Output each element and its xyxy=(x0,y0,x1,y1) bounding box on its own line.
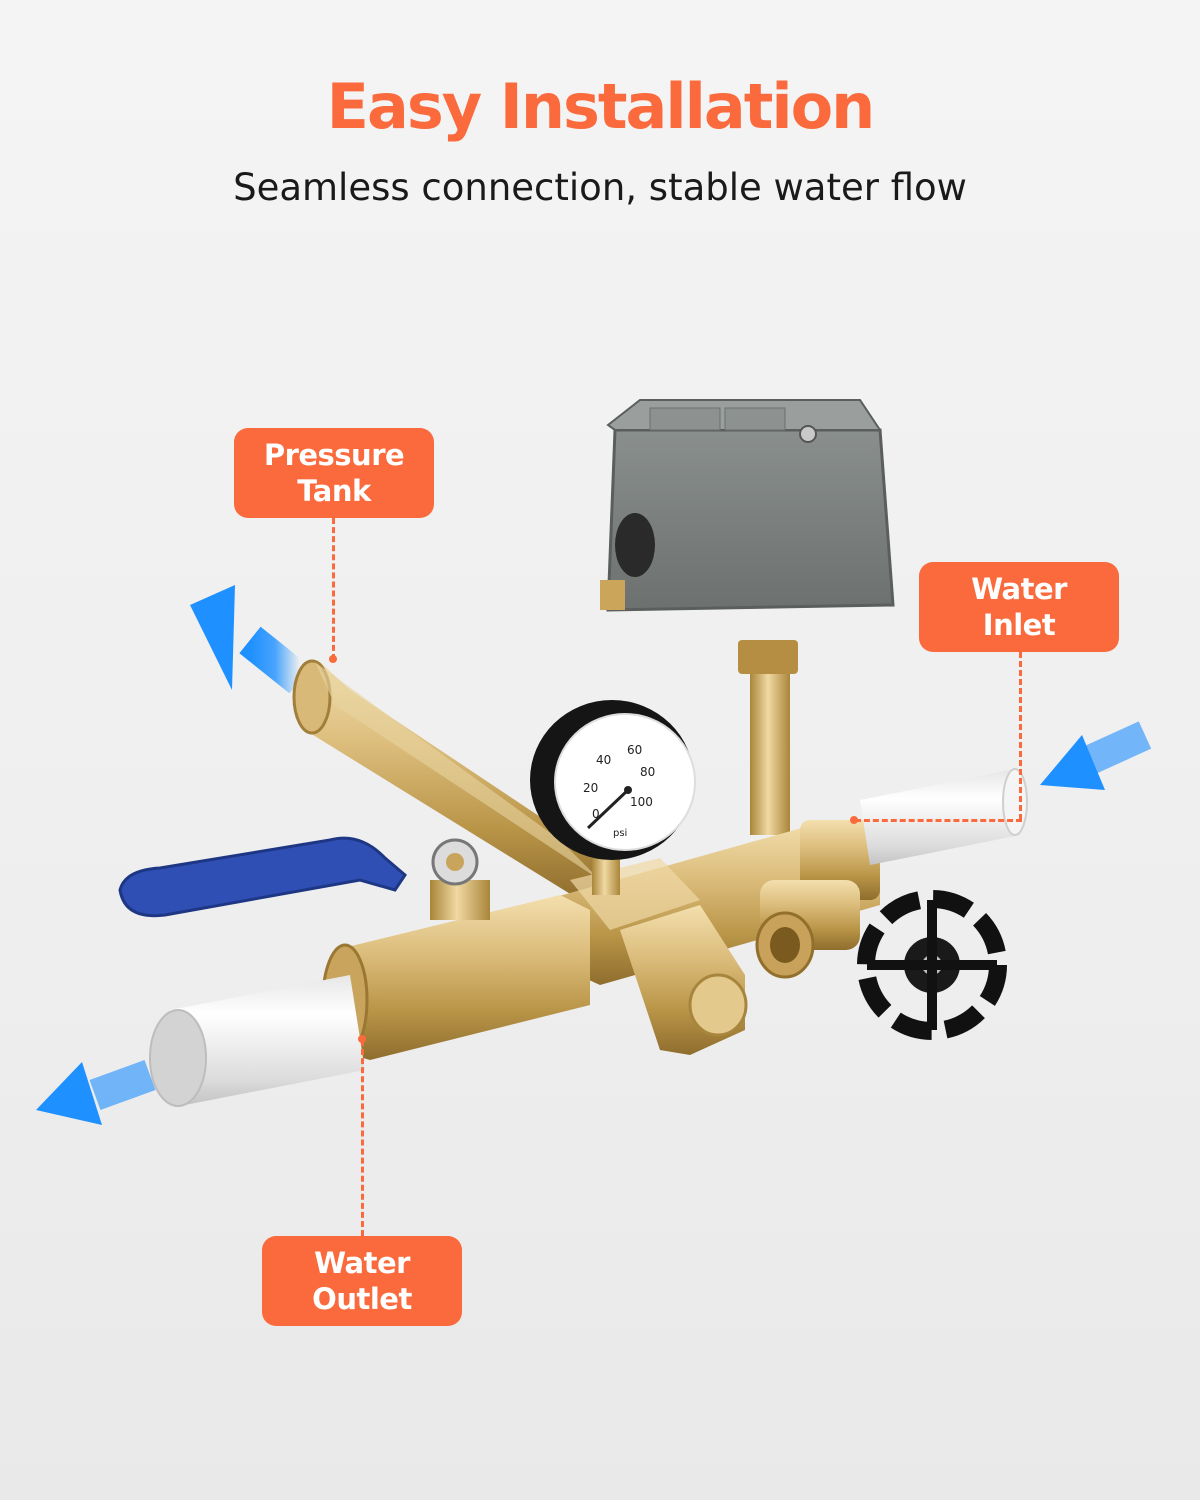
leader-dot xyxy=(850,816,858,824)
callout-line: Water xyxy=(314,1246,410,1280)
pressure-switch xyxy=(600,399,895,612)
inlet-pipe xyxy=(860,768,1028,865)
water-inlet-leader xyxy=(1019,652,1022,820)
pressure-gauge: 0 20 40 60 80 100 psi xyxy=(530,700,696,860)
callout-line: Pressure xyxy=(263,438,405,472)
gauge-tick-label: 20 xyxy=(583,781,598,795)
relief-valve xyxy=(620,905,748,1055)
flow-arrow-icon xyxy=(36,1059,156,1125)
gauge-tick-label: 0 xyxy=(592,807,600,821)
callout-line: Outlet xyxy=(312,1282,412,1316)
pressure-tank-nipple xyxy=(292,659,620,900)
gauge-tick-label: 100 xyxy=(630,795,653,809)
page-title: Easy Installation xyxy=(326,70,876,143)
callout-line: Water xyxy=(971,572,1067,606)
switch-nut xyxy=(738,640,798,674)
ball-valve-handle[interactable] xyxy=(118,836,407,918)
water-inlet-leader-h xyxy=(855,819,1022,822)
gate-valve-wheel[interactable] xyxy=(857,890,1007,1040)
leader-dot xyxy=(358,1035,366,1043)
gauge-tick-label: 80 xyxy=(640,765,655,779)
callout-line: Tank xyxy=(297,474,371,508)
page-subtitle: Seamless connection, stable water flow xyxy=(233,166,967,209)
flow-arrow-icon xyxy=(1040,721,1152,790)
gauge-tick-label: 60 xyxy=(627,743,642,757)
switch-stem xyxy=(750,655,790,835)
callout-water-inlet: Water Inlet xyxy=(919,562,1119,652)
water-outlet-leader xyxy=(361,1040,364,1236)
pressure-tank-leader xyxy=(332,518,335,660)
callout-water-outlet: Water Outlet xyxy=(262,1236,462,1326)
callout-pressure-tank: Pressure Tank xyxy=(234,428,434,518)
gauge-tick-label: 40 xyxy=(596,753,611,767)
gauge-unit: psi xyxy=(613,828,627,839)
callout-line: Inlet xyxy=(982,608,1056,642)
outlet-pipe xyxy=(149,975,365,1107)
side-port xyxy=(755,911,815,979)
flow-arrow-icon xyxy=(190,585,311,694)
leader-dot xyxy=(329,655,337,663)
